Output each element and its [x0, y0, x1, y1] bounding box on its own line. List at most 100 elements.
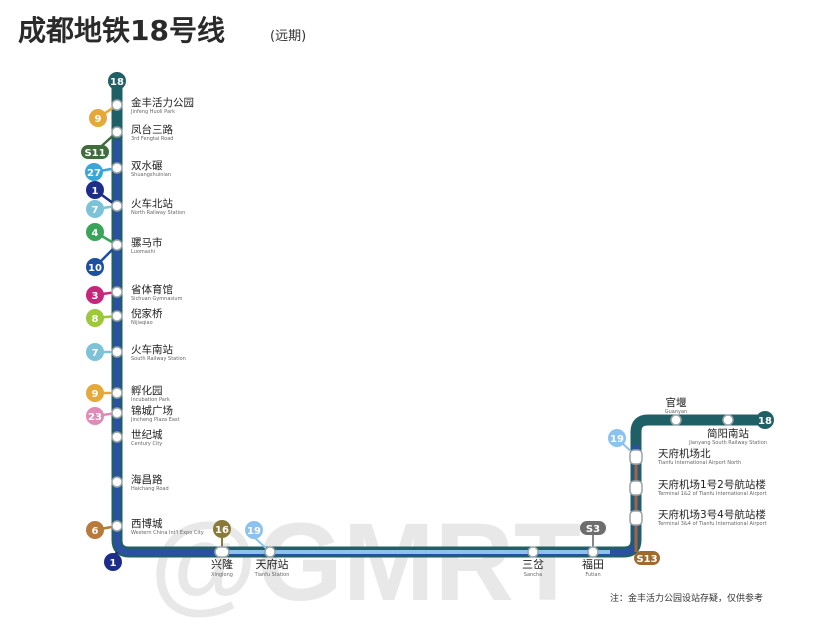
- svg-text:18: 18: [110, 77, 124, 88]
- svg-text:Terminal 1&2 of Tianfu Interna: Terminal 1&2 of Tianfu International Air…: [657, 491, 767, 497]
- svg-text:天府站: 天府站: [256, 557, 289, 571]
- station-name-en: Incubation Park: [131, 397, 170, 403]
- station-marker: [214, 546, 230, 558]
- station-name-en: South Railway Station: [131, 356, 186, 362]
- station-guanyan: 官堰 Guanyan: [665, 396, 687, 426]
- station-sancha: 三岔 Sancha: [522, 546, 544, 578]
- station-marker: [111, 476, 123, 488]
- station-marker: [111, 286, 123, 298]
- station-name: 世纪城: [131, 429, 163, 441]
- station-name: 金丰活力公园: [131, 96, 194, 109]
- station-name: 倪家桥: [131, 307, 163, 320]
- svg-text:天府机场3号4号航站楼: 天府机场3号4号航站楼: [658, 508, 766, 521]
- station-marker: [629, 510, 643, 526]
- station-name-en: Century City: [131, 441, 162, 447]
- station-marker: [111, 162, 123, 174]
- station-name-en: Nijiaqiao: [131, 320, 153, 326]
- svg-text:S11: S11: [84, 148, 105, 159]
- page-subtitle: (远期): [270, 29, 306, 44]
- station-name: 火车北站: [131, 197, 173, 210]
- station-marker: [111, 239, 123, 251]
- svg-text:3: 3: [92, 291, 99, 302]
- svg-text:天府机场北: 天府机场北: [658, 447, 711, 460]
- station-name-en: Western China Int'l Expo City: [131, 530, 204, 536]
- station-name: 锦城广场: [131, 404, 173, 417]
- station-marker: [111, 99, 123, 111]
- svg-text:9: 9: [95, 114, 102, 125]
- svg-text:6: 6: [92, 526, 99, 537]
- svg-text:19: 19: [610, 434, 624, 445]
- svg-text:兴隆: 兴隆: [211, 557, 233, 571]
- station-name: 孵化园: [131, 384, 163, 397]
- svg-text:Jianyang South Railway Station: Jianyang South Railway Station: [688, 440, 767, 446]
- svg-text:19: 19: [247, 526, 261, 537]
- station-marker: [111, 407, 123, 419]
- station-name-en: Luomashi: [131, 249, 155, 255]
- station-marker: [722, 414, 734, 426]
- svg-text:7: 7: [92, 348, 99, 359]
- station-name: 火车南站: [131, 343, 173, 356]
- station-marker: [264, 546, 276, 558]
- station-marker: [670, 414, 682, 426]
- station-marker: [527, 546, 539, 558]
- station-jianyangnan: 简阳南站 Jianyang South Railway Station: [688, 414, 767, 446]
- svg-text:Tianfu International Airport N: Tianfu International Airport North: [657, 460, 741, 466]
- station-name-en: Shuangshuinian: [131, 172, 171, 178]
- station-marker: [587, 546, 599, 558]
- station-name: 骡马市: [131, 236, 163, 249]
- svg-text:Futian: Futian: [585, 572, 600, 578]
- svg-text:S3: S3: [586, 524, 600, 535]
- line1-bottom-badge: 1: [104, 553, 122, 571]
- station-marker: [629, 480, 643, 496]
- lineS13-badge: S13: [634, 551, 660, 565]
- station-name-en: Sichuan Gymnasium: [131, 296, 183, 302]
- svg-text:27: 27: [87, 168, 101, 179]
- svg-text:1: 1: [92, 186, 99, 197]
- svg-text:三岔: 三岔: [522, 558, 544, 571]
- station-marker: [111, 387, 123, 399]
- line16-badge: [213, 520, 231, 538]
- station-marker: [111, 520, 123, 532]
- station-marker: [111, 431, 123, 443]
- line18-inner: [114, 140, 639, 555]
- station-name: 西博城: [131, 517, 163, 530]
- station-marker: [111, 310, 123, 322]
- svg-text:18: 18: [758, 416, 772, 427]
- station-xinglong: 16 兴隆 Xinglong: [211, 520, 233, 578]
- svg-text:10: 10: [88, 263, 102, 274]
- station-t1t2: 天府机场1号2号航站楼 Terminal 1&2 of Tianfu Inter…: [629, 478, 767, 497]
- svg-text:23: 23: [88, 412, 102, 423]
- station-marker: [111, 126, 123, 138]
- svg-text:Xinglong: Xinglong: [211, 572, 233, 578]
- station-marker: [111, 346, 123, 358]
- svg-text:9: 9: [92, 389, 99, 400]
- station-name-en: Haichang Road: [131, 486, 169, 492]
- svg-text:7: 7: [92, 205, 99, 216]
- lineS3-badge: [580, 521, 606, 535]
- svg-text:16: 16: [215, 525, 229, 536]
- station-name: 凤台三路: [131, 123, 173, 136]
- svg-text:Tianfu Station: Tianfu Station: [254, 572, 290, 578]
- station-name: 海昌路: [131, 473, 163, 486]
- svg-text:4: 4: [92, 228, 99, 239]
- station-name-en: 3rd Fengtai Road: [131, 136, 173, 142]
- line18-end-badge: 18: [756, 411, 774, 429]
- svg-text:福田: 福田: [582, 557, 604, 571]
- station-marker: [111, 200, 123, 212]
- svg-text:Guanyan: Guanyan: [665, 409, 687, 415]
- station-name-en: Jincheng Plaza East: [130, 417, 180, 423]
- page-title: 成都地铁18号线: [18, 14, 225, 47]
- station-futian: S3 福田 Futian: [580, 521, 606, 578]
